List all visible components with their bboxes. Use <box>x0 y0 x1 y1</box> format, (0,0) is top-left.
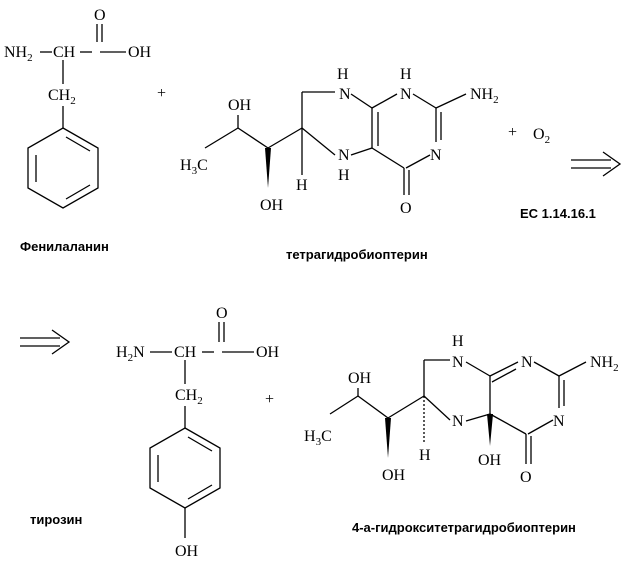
tyr-oh: OH <box>256 344 280 361</box>
thbp-n: N <box>400 86 412 103</box>
thbp-bond <box>350 147 373 156</box>
thbp-n: N <box>430 147 442 164</box>
tyr-ch: CH <box>174 344 197 361</box>
thbp-o: O <box>400 200 412 217</box>
phe-nh2: NH2 <box>4 44 33 64</box>
tyr-o: O <box>216 305 228 322</box>
tyr-h2n: H2N <box>116 344 145 364</box>
hthbp-h-stereo: H <box>419 447 431 464</box>
enzyme-code: EC 1.14.16.1 <box>520 206 596 221</box>
reaction-arrow <box>571 151 622 177</box>
hthbp-h3c: H3C <box>304 428 332 448</box>
hthbp-bond <box>423 395 451 421</box>
tyrosine-structure: H2N CH O OH CH2 OH тирозин <box>30 305 280 560</box>
thbp-oh: OH <box>228 97 252 114</box>
tyr-ch2: CH2 <box>175 387 203 407</box>
thbp-bond <box>412 93 437 109</box>
thbp-wedge-bond <box>265 148 271 188</box>
hthbp-bond <box>329 395 359 415</box>
thbp-bond <box>371 93 398 109</box>
phe-o: O <box>94 7 106 24</box>
tetrahydrobiopterin-structure: H N H N NH2 N N H O H OH OH H3C тетраг <box>180 66 499 262</box>
hthbp-double-bond <box>491 368 517 383</box>
plus-sign: + <box>508 124 517 141</box>
tyr-caption: тирозин <box>30 512 82 527</box>
hthbp-wedge-bond <box>385 418 391 458</box>
thbp-bond <box>371 147 405 169</box>
thbp-bond <box>237 127 269 149</box>
thbp-bond <box>435 93 467 109</box>
hthbp-o: O <box>520 469 532 486</box>
thbp-n: N <box>338 147 350 164</box>
tyr-aromatic-bond <box>187 484 213 500</box>
thbp-n: N <box>339 86 351 103</box>
oxygen-label: O2 <box>533 126 550 146</box>
plus-sign: + <box>157 85 166 102</box>
reaction-arrow-continuation <box>20 329 71 355</box>
hydroxy-thbp-structure: H N N NH2 N N O OH H OH OH H3C 4-a-ги <box>304 333 619 535</box>
hthbp-caption: 4-a-гидрокситетрагидробиоптерин <box>352 520 576 535</box>
thbp-oh: OH <box>260 197 284 214</box>
thbp-bond <box>405 154 431 169</box>
phe-ch2: CH2 <box>48 87 76 107</box>
phe-ch: CH <box>53 44 76 61</box>
hthbp-nh2: NH2 <box>590 354 619 374</box>
hthbp-bond <box>489 413 527 435</box>
hthbp-h: H <box>452 333 464 350</box>
tyr-phenol-oh: OH <box>175 543 199 560</box>
hthbp-wedge-bond <box>487 414 493 446</box>
phenylalanine-structure: NH2 CH O OH CH2 Фенилаланин <box>4 7 152 254</box>
thbp-bond <box>204 127 239 149</box>
hthbp-n: N <box>452 354 464 371</box>
phe-caption: Фенилаланин <box>20 239 109 254</box>
hthbp-bond <box>357 395 389 419</box>
hthbp-n: N <box>553 413 565 430</box>
tyr-aromatic-bond <box>187 436 213 452</box>
hthbp-oh: OH <box>348 370 372 387</box>
phe-benzene-ring <box>27 127 99 209</box>
thbp-h: H <box>400 66 412 83</box>
hthbp-n: N <box>521 354 533 371</box>
thbp-nh2: NH2 <box>470 86 499 106</box>
hthbp-bond <box>387 395 425 419</box>
plus-sign: + <box>265 391 274 408</box>
thbp-bond <box>350 93 373 109</box>
phe-aromatic-bond <box>65 184 91 200</box>
hthbp-bond <box>533 361 560 377</box>
thbp-h-stereo: H <box>296 177 308 194</box>
hthbp-bond <box>489 361 519 377</box>
hthbp-oh: OH <box>382 467 406 484</box>
thbp-h: H <box>338 167 350 184</box>
hthbp-bond <box>527 419 554 435</box>
tyr-benzene-ring <box>149 427 221 509</box>
hthbp-bond <box>465 413 491 422</box>
thbp-h3c: H3C <box>180 157 208 177</box>
hthbp-oh-bridge: OH <box>478 452 502 469</box>
thbp-bond <box>267 127 303 149</box>
thbp-h: H <box>337 66 349 83</box>
hthbp-n: N <box>452 413 464 430</box>
thbp-caption: тетрагидробиоптерин <box>286 247 428 262</box>
phe-oh: OH <box>128 44 152 61</box>
hthbp-bond <box>465 361 491 377</box>
hthbp-bond <box>558 361 587 377</box>
phe-aromatic-bond <box>65 136 91 152</box>
thbp-bond <box>301 127 336 156</box>
